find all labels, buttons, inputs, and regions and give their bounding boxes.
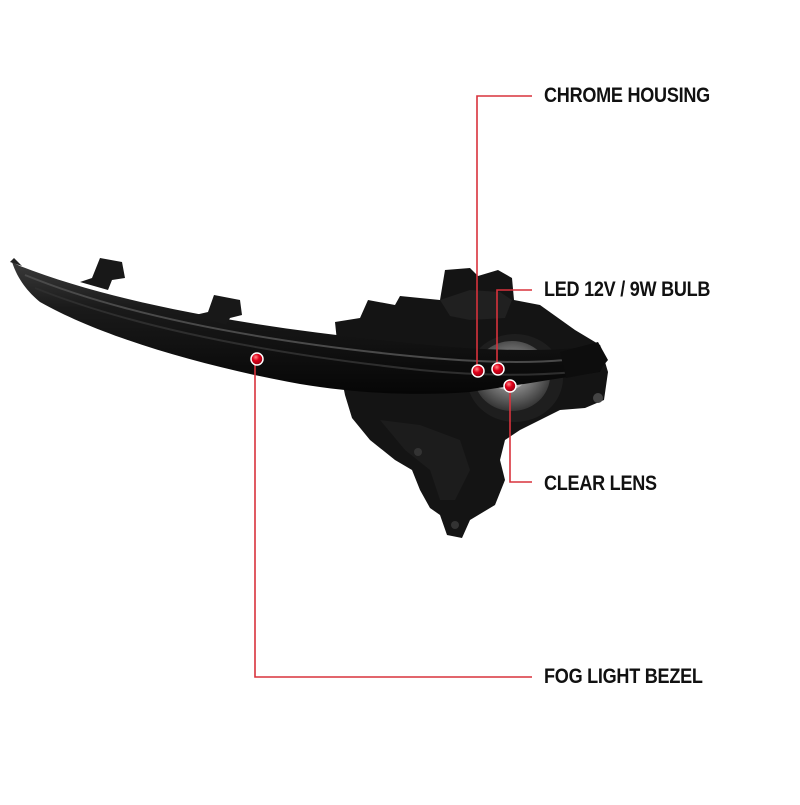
leader-line-bulb	[496, 289, 532, 368]
callout-label-clear-lens: CLEAR LENS	[544, 472, 657, 495]
callout-label-chrome-housing: CHROME HOUSING	[544, 84, 710, 107]
marker-dot-fog-light-bezel	[250, 352, 264, 366]
leader-line-chrome-housing	[476, 95, 532, 370]
leader-line-clear-lens	[509, 387, 532, 483]
fog-light-bezel-part	[10, 258, 608, 394]
mounting-bracket	[335, 268, 608, 538]
marker-dots	[250, 352, 517, 393]
marker-dot-chrome-housing	[471, 364, 485, 378]
leader-line-fog-light-bezel	[254, 360, 532, 678]
marker-dot-bulb	[491, 362, 505, 376]
callout-label-bulb: LED 12V / 9W BULB	[544, 278, 711, 301]
leader-lines	[254, 95, 532, 678]
callout-label-fog-light-bezel: FOG LIGHT BEZEL	[544, 665, 703, 688]
marker-dot-clear-lens	[503, 379, 517, 393]
